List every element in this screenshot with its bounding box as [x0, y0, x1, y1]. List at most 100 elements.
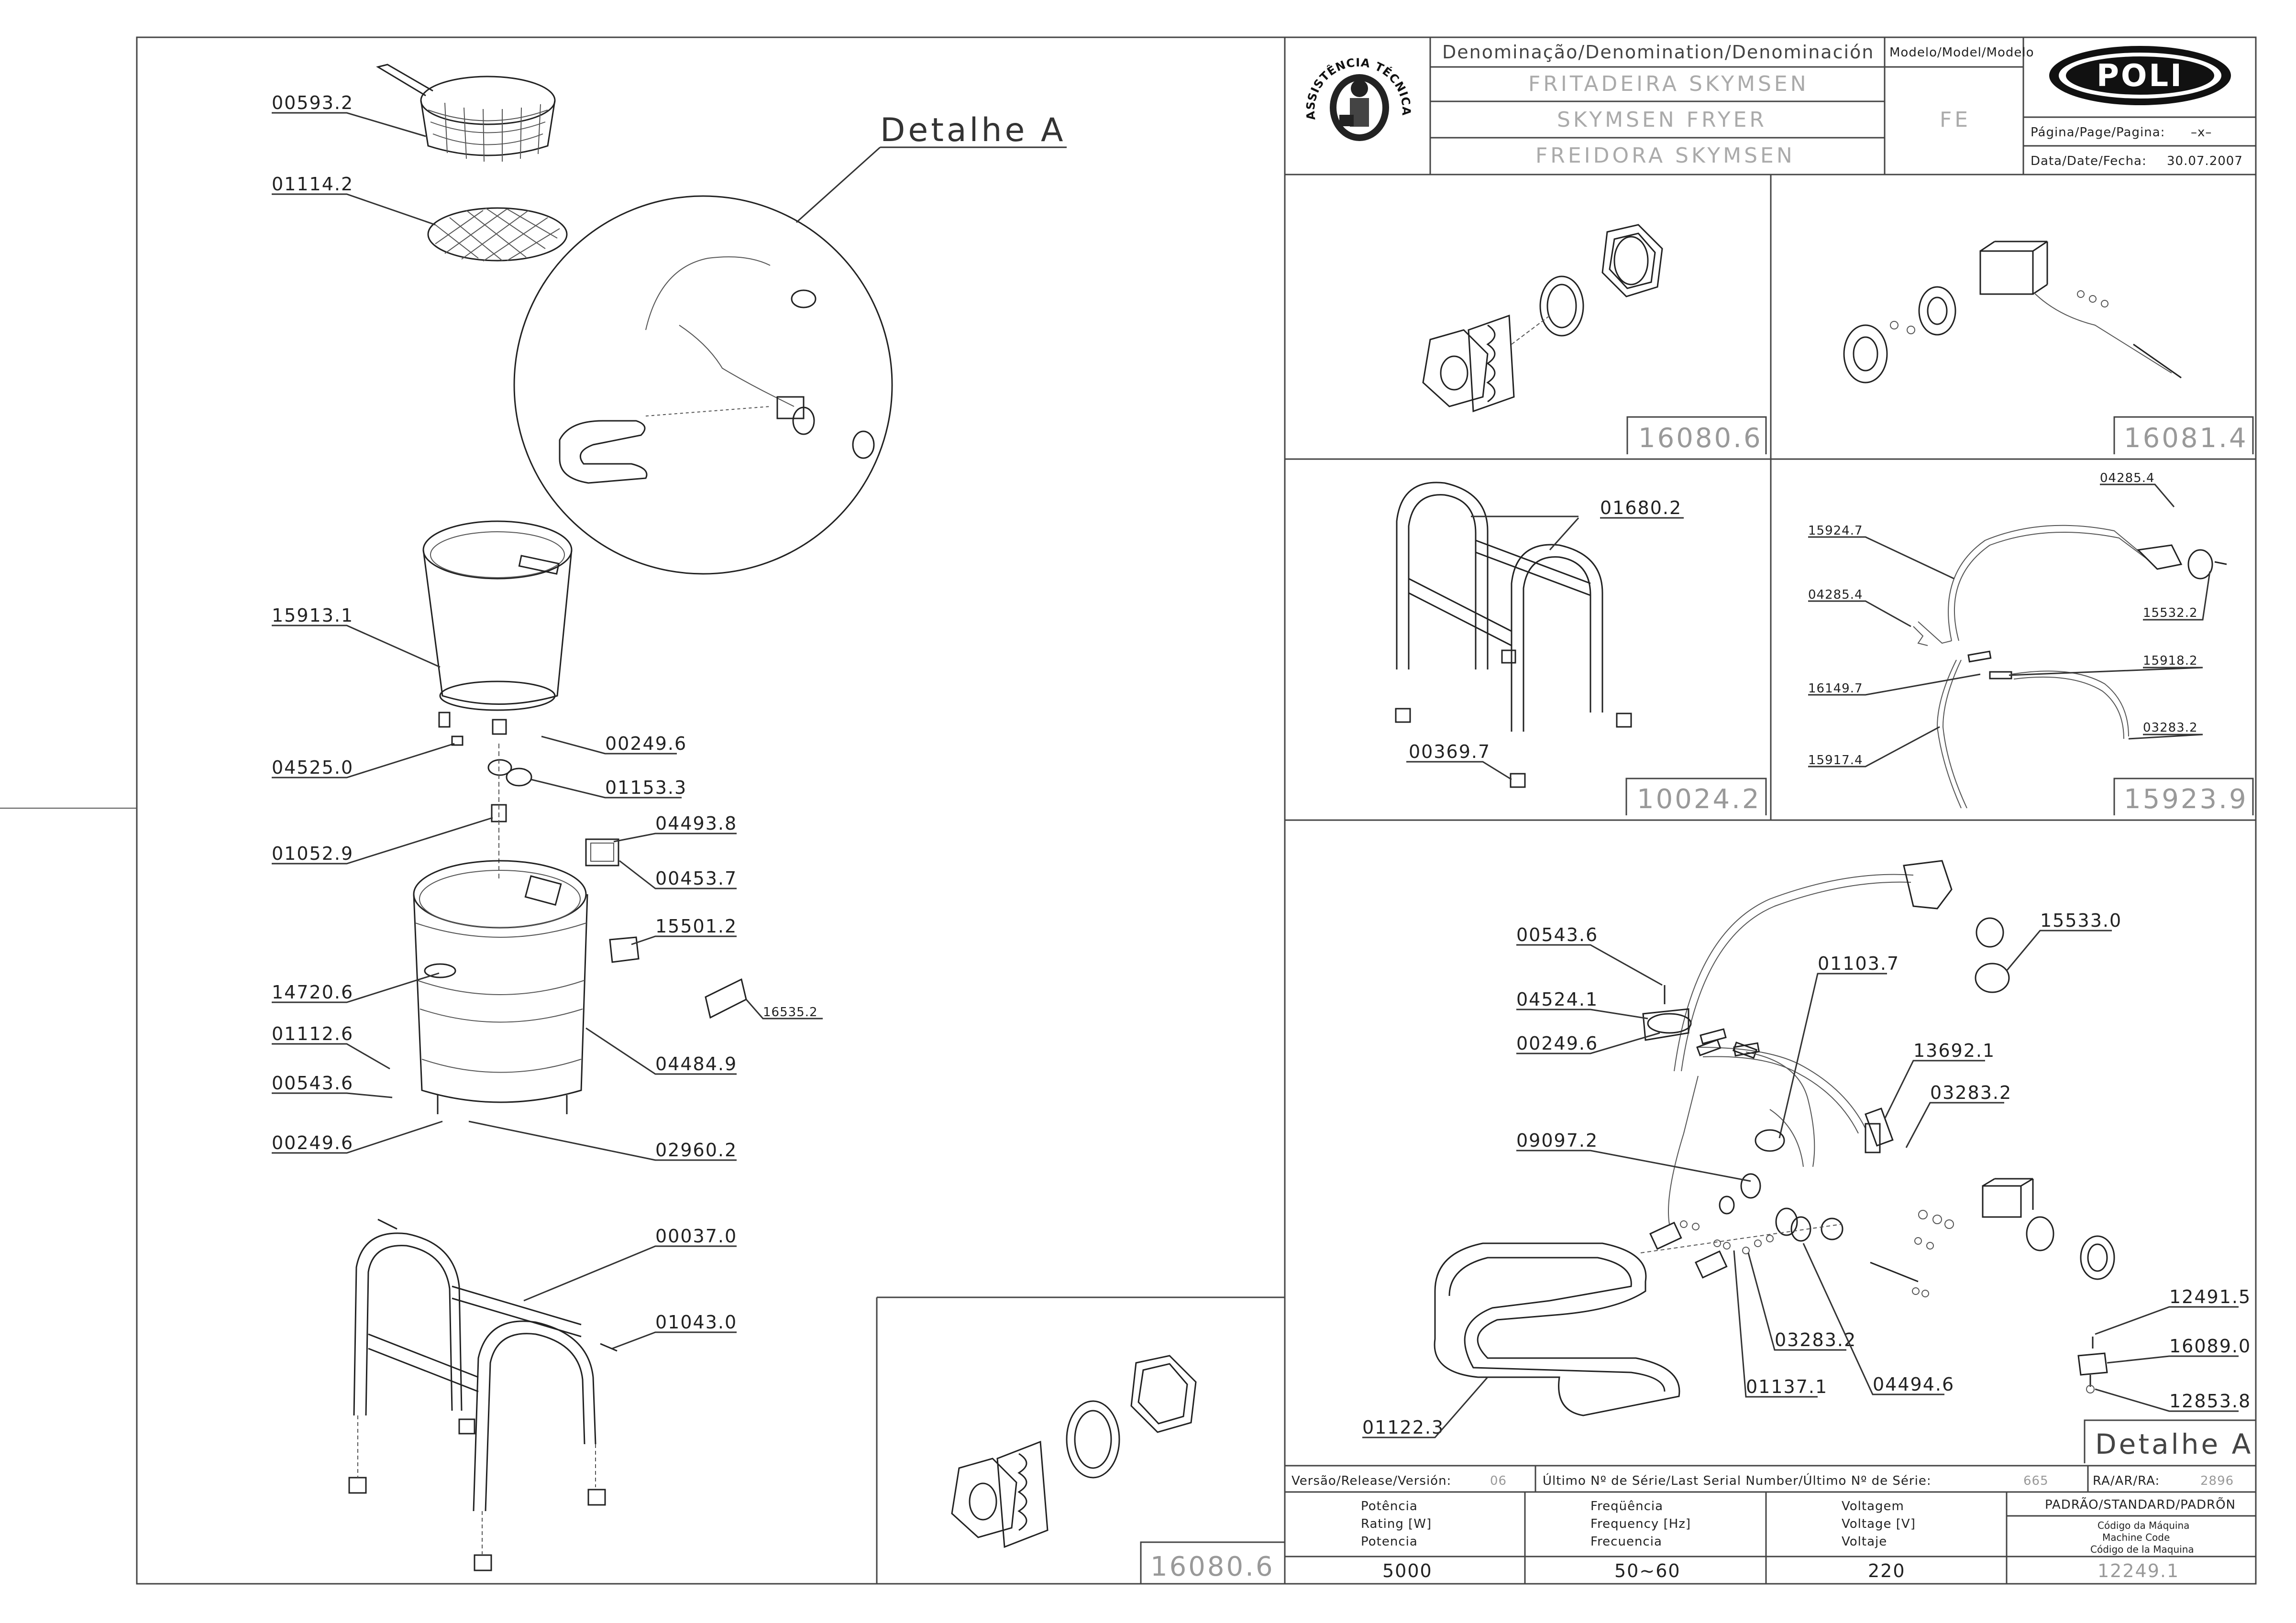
label-04484-9: 04484.9 [655, 1053, 737, 1075]
code-label-es: Código de la Maquina [2090, 1544, 2194, 1555]
detail-label-03283-2-top: 03283.2 [1930, 1082, 2012, 1103]
detail-label-01122-3: 01122.3 [1362, 1417, 1444, 1438]
product-name-en: SKYMSEN FRYER [1557, 108, 1767, 132]
detail-label-00543-6: 00543.6 [1516, 924, 1598, 945]
label-16535-2: 16535.2 [763, 1005, 818, 1020]
panel-16080-bottom: 16080.6 [951, 1355, 1285, 1584]
seal-text: ASSISTÊNCIA TÉCNICA AUTORIZADA [0, 0, 1413, 122]
fryer-cabinet [413, 860, 588, 1114]
brand-name: POLI [2097, 58, 2184, 94]
serial-value: 665 [2023, 1474, 2049, 1488]
label-04285-4-mid: 04285.4 [1808, 588, 1863, 602]
assistance-seal: ASSISTÊNCIA TÉCNICA AUTORIZADA [0, 0, 1413, 141]
label-15501-2: 15501.2 [655, 916, 737, 937]
page-label: Página/Page/Pagina: [2031, 125, 2165, 140]
outer-border [136, 36, 2257, 1585]
detail-a-miniature [559, 256, 875, 484]
fryer-stand [348, 1218, 618, 1571]
ra-label: RA/AR/RA: [2093, 1474, 2160, 1488]
label-04285-4-top: 04285.4 [2100, 471, 2155, 485]
freq-value: 50~60 [1614, 1560, 1681, 1581]
version-value: 06 [1490, 1474, 1507, 1488]
power-label-pt: Potência [1361, 1499, 1418, 1513]
panel-number-10024: 10024.2 [1637, 784, 1761, 815]
label-14720-6: 14720.6 [272, 982, 353, 1003]
fry-pot [422, 520, 573, 735]
detail-label-15533-0: 15533.0 [2040, 910, 2122, 931]
detail-label-03283-2-bottom: 03283.2 [1775, 1329, 1856, 1350]
detail-label-04494-6: 04494.6 [1873, 1374, 1954, 1395]
detail-label-16089-0: 16089.0 [2169, 1336, 2251, 1357]
detail-a-circle [513, 195, 893, 575]
label-16149-7: 16149.7 [1808, 681, 1863, 696]
label-01052-9: 01052.9 [272, 843, 353, 864]
detail-label-00249-6: 00249.6 [1516, 1033, 1598, 1054]
mesh-screen [427, 207, 568, 262]
product-name-pt: FRITADEIRA SKYMSEN [1528, 72, 1809, 96]
freq-label-pt: Freqüência [1590, 1499, 1663, 1513]
model-label: Modelo/Model/Modelo [1889, 45, 2034, 60]
label-02960-2: 02960.2 [655, 1140, 737, 1161]
label-15924-7: 15924.7 [1808, 524, 1863, 538]
label-00543-6-cabinet: 00543.6 [272, 1073, 353, 1094]
freq-label-en: Frequency [Hz] [1590, 1517, 1691, 1531]
svg-text:ASSISTÊNCIA TÉCNICA AUTORIZADA: ASSISTÊNCIA TÉCNICA AUTORIZADA [0, 0, 1413, 122]
label-00453-7: 00453.7 [655, 868, 737, 889]
title-block: Denominação/Denomination/Denominación FR… [0, 0, 2256, 175]
panel-16081: 16081.4 [1843, 241, 2254, 454]
label-00369-7: 00369.7 [1409, 741, 1490, 762]
detail-a-panel: Detalhe A [1362, 860, 2256, 1463]
detail-label-01137-1: 01137.1 [1746, 1376, 1828, 1397]
label-00037-0: 00037.0 [655, 1226, 737, 1247]
product-name-es: FREIDORA SKYMSEN [1535, 143, 1795, 168]
denomination-label: Denominação/Denomination/Denominación [1442, 42, 1874, 63]
label-15532-2: 15532.2 [2143, 606, 2198, 620]
label-01114-2: 01114.2 [272, 174, 353, 195]
volt-value: 220 [1868, 1560, 1906, 1581]
detail-a-label: Detalhe A [880, 111, 1066, 149]
panel-grid [876, 175, 2256, 1584]
detail-label-09097-2: 09097.2 [1516, 1130, 1598, 1151]
label-01153-3: 01153.3 [605, 777, 687, 798]
label-01112-6: 01112.6 [272, 1023, 353, 1044]
detail-label-04524-1: 04524.1 [1516, 989, 1598, 1010]
freq-label-es: Frecuencia [1590, 1535, 1662, 1549]
date-label: Data/Date/Fecha: [2031, 154, 2147, 168]
code-value: 12249.1 [2097, 1560, 2179, 1581]
label-00249-6-pot: 00249.6 [605, 733, 687, 754]
frying-basket [376, 64, 556, 162]
serial-label: Último Nº de Série/Last Serial Number/Úl… [1543, 1473, 1932, 1488]
code-label-pt: Código da Máquina [2097, 1520, 2189, 1531]
volt-label-pt: Voltagem [1842, 1499, 1904, 1513]
panel-number-16080-bottom: 16080.6 [1150, 1551, 1275, 1582]
label-15918-2: 15918.2 [2143, 654, 2198, 668]
label-15913-1: 15913.1 [272, 605, 353, 626]
detail-label-12853-8: 12853.8 [2169, 1391, 2251, 1412]
panel-15923: 15923.9 04285.4 15924.7 04285.4 15532.2 … [1808, 471, 2254, 815]
panel-16080: 16080.6 [1422, 224, 1767, 454]
power-label-en: Rating [W] [1361, 1517, 1432, 1531]
main-exploded-view: 00593.2 01114.2 Detalhe A [272, 64, 1067, 1571]
label-04493-8: 04493.8 [655, 813, 737, 834]
panel-number-16081: 16081.4 [2124, 423, 2248, 454]
panel-number-16080: 16080.6 [1638, 423, 1763, 454]
panel-10024: 10024.2 01680.2 00369.7 [1395, 482, 1767, 815]
model-value: FE [1940, 108, 1971, 132]
footer-table: Versão/Release/Versión: 06 Último Nº de … [1285, 1465, 2256, 1584]
detail-label-01103-7: 01103.7 [1818, 953, 1899, 974]
code-label-en: Machine Code [2102, 1532, 2170, 1543]
poli-logo: POLI [2049, 46, 2231, 105]
label-03283-2-harness: 03283.2 [2143, 721, 2198, 735]
label-00249-6-cabinet: 00249.6 [272, 1132, 353, 1153]
power-value: 5000 [1382, 1560, 1433, 1581]
power-label-es: Potencia [1361, 1535, 1418, 1549]
detail-label-13692-1: 13692.1 [1913, 1040, 1995, 1061]
ra-value: 2896 [2200, 1474, 2234, 1488]
label-01680-2: 01680.2 [1600, 497, 1682, 518]
label-15917-4: 15917.4 [1808, 753, 1863, 768]
label-00593-2: 00593.2 [272, 92, 353, 113]
volt-label-en: Voltage [V] [1842, 1517, 1916, 1531]
page-value: –x– [2191, 125, 2212, 140]
standard-label: PADRÃO/STANDARD/PADRÕN [2045, 1497, 2236, 1512]
